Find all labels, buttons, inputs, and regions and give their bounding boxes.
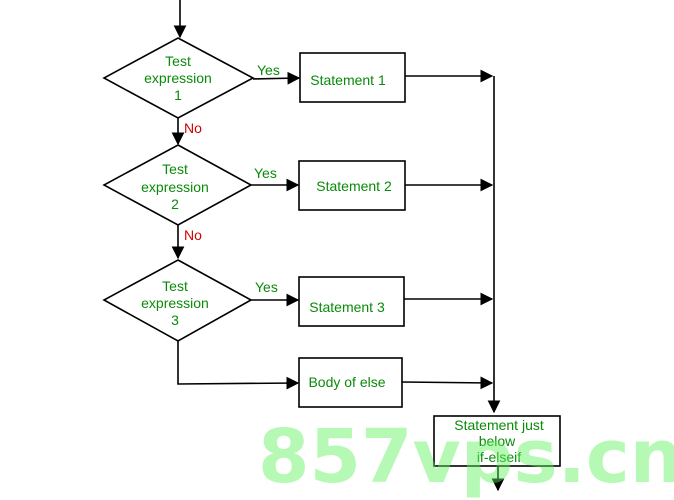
decision-3-line3: 3 <box>171 312 179 328</box>
decision-2-line2: expression <box>141 179 209 195</box>
yes-label-1: Yes <box>257 62 280 78</box>
decision-3-line2: expression <box>141 295 209 311</box>
decision-1-line1: Test <box>165 53 191 69</box>
statement-box-3 <box>298 276 405 327</box>
statement-3-label: Statement 3 <box>309 299 385 315</box>
decision-1-line2: expression <box>144 70 212 86</box>
final-statement-line1: Statement just <box>454 417 544 433</box>
statement-1-label: Statement 1 <box>310 72 386 88</box>
statement-box-1 <box>299 52 406 103</box>
statement-2-label: Statement 2 <box>316 178 392 194</box>
no-label-2: No <box>184 227 202 243</box>
decision-1-line3: 1 <box>174 87 182 103</box>
yes-label-2: Yes <box>254 165 277 181</box>
statement-box-2 <box>298 160 406 211</box>
no-label-1: No <box>184 120 202 136</box>
else-body-label: Body of else <box>308 374 385 390</box>
final-statement-line3: if-elseif <box>477 449 521 465</box>
final-statement-line2: below <box>479 433 516 449</box>
decision-2-line3: 2 <box>171 196 179 212</box>
decision-3-line1: Test <box>162 278 188 294</box>
final-statement-box <box>433 415 561 467</box>
watermark-text: 857vps.cn <box>258 414 674 500</box>
yes-arrow-1 <box>252 71 301 85</box>
else-exit-arrow <box>401 376 494 390</box>
yes-label-3: Yes <box>255 279 278 295</box>
else-path-arrow <box>177 341 300 390</box>
decision-2-line1: Test <box>162 161 188 177</box>
